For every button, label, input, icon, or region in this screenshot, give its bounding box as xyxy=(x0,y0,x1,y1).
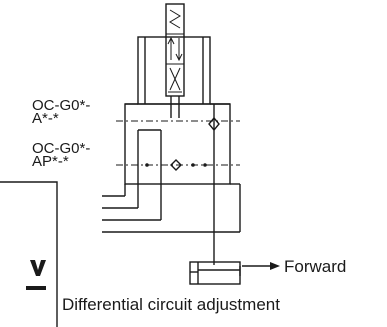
cylinder xyxy=(189,232,241,285)
caption: Differential circuit adjustment xyxy=(62,295,280,314)
directional-valve xyxy=(165,3,185,118)
forward-arrow-icon xyxy=(242,262,280,270)
manifold-block xyxy=(116,103,240,185)
forward-label: Forward xyxy=(284,257,346,276)
model-a-label-line1: OC-G0*- xyxy=(32,97,90,114)
model-ap-label-line1: OC-G0*- xyxy=(32,140,90,157)
model-ap-label-line2: AP*-* xyxy=(32,153,69,170)
outlet-lines xyxy=(102,183,241,233)
model-a-label-line2: A*-* xyxy=(32,110,59,127)
left-panel-frame xyxy=(0,181,58,327)
upper-piping xyxy=(125,36,230,105)
